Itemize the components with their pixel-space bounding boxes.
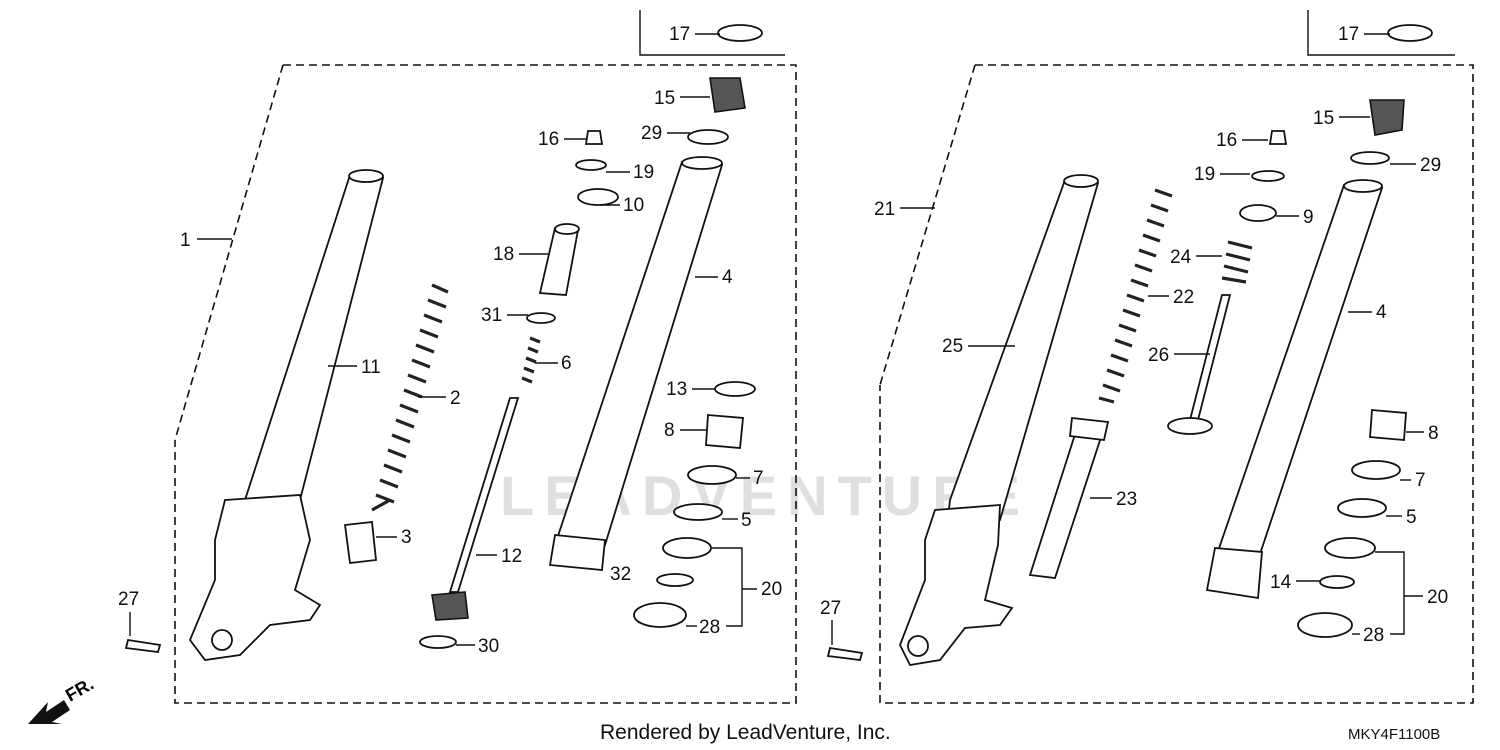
left-callouts: 17 15 29 16 19 10 18 31 6 13 8 7 5	[118, 24, 782, 657]
nut-16-right	[1268, 130, 1288, 145]
callout-16: 16	[538, 129, 559, 150]
fork-spring-2	[371, 283, 449, 512]
callout-26: 26	[1148, 345, 1169, 366]
fr-label: FR.	[62, 674, 97, 706]
callout-24: 24	[1170, 247, 1192, 268]
rebound-spring-6	[521, 336, 541, 384]
callout-19-right: 19	[1194, 164, 1215, 185]
bushing-8	[705, 414, 744, 449]
arrow-fr-icon	[28, 700, 70, 724]
right-frame	[879, 64, 1474, 704]
callout-28: 28	[699, 617, 720, 638]
callout-8: 8	[664, 420, 675, 441]
callout-29-right: 29	[1420, 155, 1441, 176]
bolt-27	[124, 638, 162, 653]
seal-20	[662, 537, 712, 559]
callout-22: 22	[1173, 287, 1194, 308]
right-17-bracket	[1307, 10, 1455, 56]
callout-5-right: 5	[1406, 507, 1417, 528]
rod-26	[1188, 294, 1232, 421]
seal-20-right	[1324, 537, 1376, 559]
snap-ring-17	[717, 24, 763, 42]
clip-32	[656, 573, 694, 587]
callout-3: 3	[401, 527, 412, 548]
callout-9: 9	[1303, 207, 1314, 228]
right-callouts: 17 15 16 29 19 9 24 22 21 4 26 25 8	[820, 24, 1448, 646]
callout-21: 21	[874, 199, 895, 220]
callout-16-right: 16	[1216, 130, 1237, 151]
cap-bolt-15-right	[1369, 99, 1405, 136]
callout-1: 1	[180, 230, 191, 251]
callout-15-right: 15	[1313, 108, 1334, 129]
spring-guide-23	[1028, 424, 1106, 579]
callout-32: 32	[610, 564, 631, 585]
o-ring-29-right	[1350, 151, 1390, 165]
dust-seal-28-right	[1297, 612, 1353, 638]
spring-24	[1221, 240, 1253, 284]
seal-13	[714, 381, 756, 397]
callout-12: 12	[501, 546, 522, 567]
callout-5: 5	[741, 510, 752, 531]
cap-bolt-15	[709, 77, 746, 113]
callout-20: 20	[761, 579, 782, 600]
left-frame	[174, 64, 797, 704]
callout-27-right: 27	[820, 598, 841, 619]
bolt-27-right	[826, 646, 864, 661]
washer-5-right	[1337, 498, 1387, 518]
fork-spring-22	[1098, 188, 1173, 404]
callout-28-right: 28	[1363, 625, 1384, 646]
bushing-8-right	[1369, 409, 1407, 441]
axle-holder-right	[899, 504, 1014, 666]
washer-5	[673, 503, 723, 521]
left-17-bracket	[639, 10, 785, 56]
washer-9	[1239, 204, 1277, 222]
callout-10: 10	[623, 195, 644, 216]
callout-7-right: 7	[1415, 470, 1426, 491]
collar-3	[343, 521, 377, 564]
bushing-7-right	[1351, 460, 1401, 480]
spacer-18	[538, 227, 580, 296]
callout-17-right: 17	[1338, 24, 1359, 45]
circlip-19	[575, 159, 607, 171]
o-ring-30	[419, 635, 457, 649]
callout-4-right: 4	[1376, 302, 1387, 323]
o-ring-29	[687, 129, 729, 145]
rod-end	[431, 591, 469, 621]
callout-19: 19	[633, 162, 654, 183]
callout-27-left: 27	[118, 589, 139, 610]
dust-seal-28	[633, 602, 687, 628]
diagram-code: MKY4F1100B	[1348, 726, 1440, 743]
clip-14	[1319, 575, 1355, 589]
washer-31	[526, 312, 556, 324]
callout-20-right: 20	[1427, 587, 1448, 608]
axle-holder	[188, 494, 322, 661]
callout-29: 29	[641, 123, 662, 144]
outer-tube-slider	[548, 534, 606, 571]
bushing-7	[687, 465, 737, 485]
nut-16	[584, 130, 604, 145]
callout-4: 4	[722, 267, 733, 288]
callout-31: 31	[481, 305, 502, 326]
callout-2: 2	[450, 388, 461, 409]
circlip-19-right	[1251, 170, 1285, 182]
callout-14: 14	[1270, 572, 1292, 593]
front-direction: FR.	[28, 674, 97, 724]
credit-text: Rendered by LeadVenture, Inc.	[600, 721, 891, 744]
callout-11: 11	[361, 357, 381, 378]
callout-23: 23	[1116, 489, 1137, 510]
right-assembly: 17 15 16 29 19 9 24 22 21 4 26 25 8	[820, 10, 1474, 704]
callout-30: 30	[478, 636, 499, 657]
washer-10	[577, 188, 619, 206]
callout-25: 25	[942, 336, 963, 357]
callout-17: 17	[669, 24, 690, 45]
callout-15: 15	[654, 88, 675, 109]
callout-7: 7	[753, 468, 764, 489]
callout-8-right: 8	[1428, 423, 1439, 444]
callout-6: 6	[561, 353, 572, 374]
callout-13: 13	[666, 379, 687, 400]
callout-18: 18	[493, 244, 514, 265]
left-assembly: 17 15 29 16 19 10 18 31 6 13 8 7 5	[118, 10, 797, 704]
